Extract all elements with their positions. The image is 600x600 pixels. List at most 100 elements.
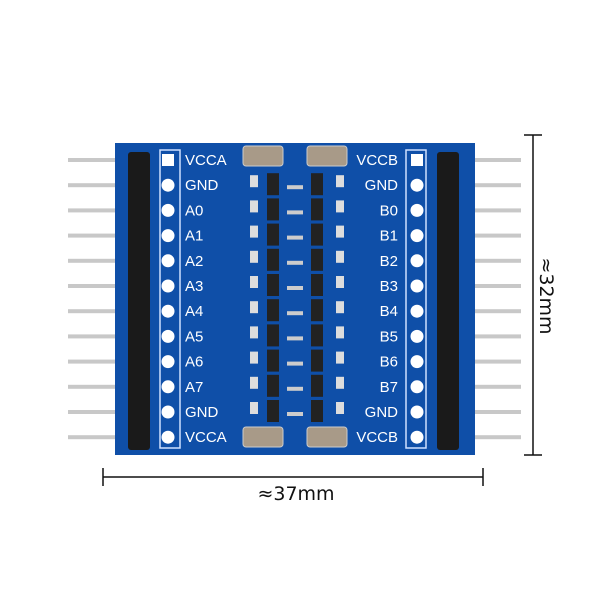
pad-hole [410,254,424,268]
mosfet [267,349,279,372]
right-pin-label: VCCB [356,429,398,446]
pin [68,410,140,414]
resistor [336,175,344,188]
left-pin-label: A6 [185,354,203,371]
pin [447,334,521,339]
right-header [437,152,459,450]
pad-hole [161,380,175,394]
header-pins [68,158,521,440]
left-pin-label: A0 [185,202,203,219]
pcb-board [115,143,475,455]
pin [68,309,140,314]
left-header [128,152,150,450]
capacitor [306,145,348,167]
mosfet [311,349,323,372]
pad-hole [161,279,175,293]
left-silk-frame [159,149,181,449]
capacitor [242,426,284,448]
trace-pad [287,260,303,265]
pin [447,410,521,414]
resistor [250,225,258,238]
pad-hole [161,355,175,369]
mosfet [311,400,323,422]
capacitor [306,426,348,448]
mosfet [311,274,323,296]
left-pin-label: VCCA [185,152,227,169]
pad-hole [410,380,424,394]
pin [68,359,140,364]
trace-pad [287,311,303,316]
height-label: ≈32mm [535,257,557,334]
mosfet [267,198,279,221]
pin [447,183,521,188]
capacitor [242,145,284,167]
mosfet [267,324,279,347]
right-pin-label: B6 [380,354,398,371]
left-pin-label: A7 [185,379,203,396]
right-pin-label: B1 [380,228,398,245]
trace-pad [287,286,303,290]
mosfet [311,374,323,397]
resistor [250,326,258,339]
pad-hole [161,329,175,343]
trace-pad [287,185,303,190]
pin [68,284,140,288]
pin [447,435,521,440]
resistor [250,276,258,288]
resistor [336,326,344,339]
left-pin-label: A4 [185,303,203,320]
pin [447,309,521,314]
pad-hole [410,329,424,343]
pin [68,233,140,238]
right-pin-label: B4 [380,303,398,320]
pin [447,233,521,238]
right-pin-label: B5 [380,328,398,345]
resistor [250,200,258,213]
trace-pad [287,210,303,215]
pad-hole [161,430,175,444]
resistor [250,351,258,364]
resistor [336,250,344,263]
resistor [250,175,258,188]
pin [68,258,140,263]
trace-pad [287,361,303,366]
left-pin-label: A5 [185,328,203,345]
resistor [336,225,344,238]
width-label: ≈37mm [257,483,334,505]
right-pin-label: B0 [380,202,398,219]
resistor [336,376,344,389]
trace-pad [287,336,303,341]
pad-hole [410,203,424,217]
left-pin-label: GND [185,404,219,421]
pad-hole [410,355,424,369]
pin [447,284,521,288]
right-silk-frame [405,149,427,449]
pin [447,158,521,162]
pin [68,435,140,440]
pin [447,359,521,364]
resistor [250,301,258,314]
mosfet [311,324,323,347]
right-pin-label: B7 [380,379,398,396]
resistor [336,301,344,314]
pin [447,208,521,213]
right-pin-label: B2 [380,253,398,270]
mosfet [267,223,279,246]
mosfet [267,173,279,196]
components [242,145,348,448]
resistor [336,351,344,364]
mosfet [311,299,323,322]
pad-square [411,154,423,166]
mosfet [267,374,279,397]
pin [68,334,140,339]
pad-hole [410,304,424,318]
left-pin-label: VCCA [185,429,227,446]
trace-pad [287,235,303,240]
mosfet [311,248,323,271]
left-pin-label: A2 [185,253,203,270]
left-pin-label: A1 [185,228,203,245]
left-pin-label: A3 [185,278,203,295]
pad-hole [161,405,175,419]
resistor [250,250,258,263]
